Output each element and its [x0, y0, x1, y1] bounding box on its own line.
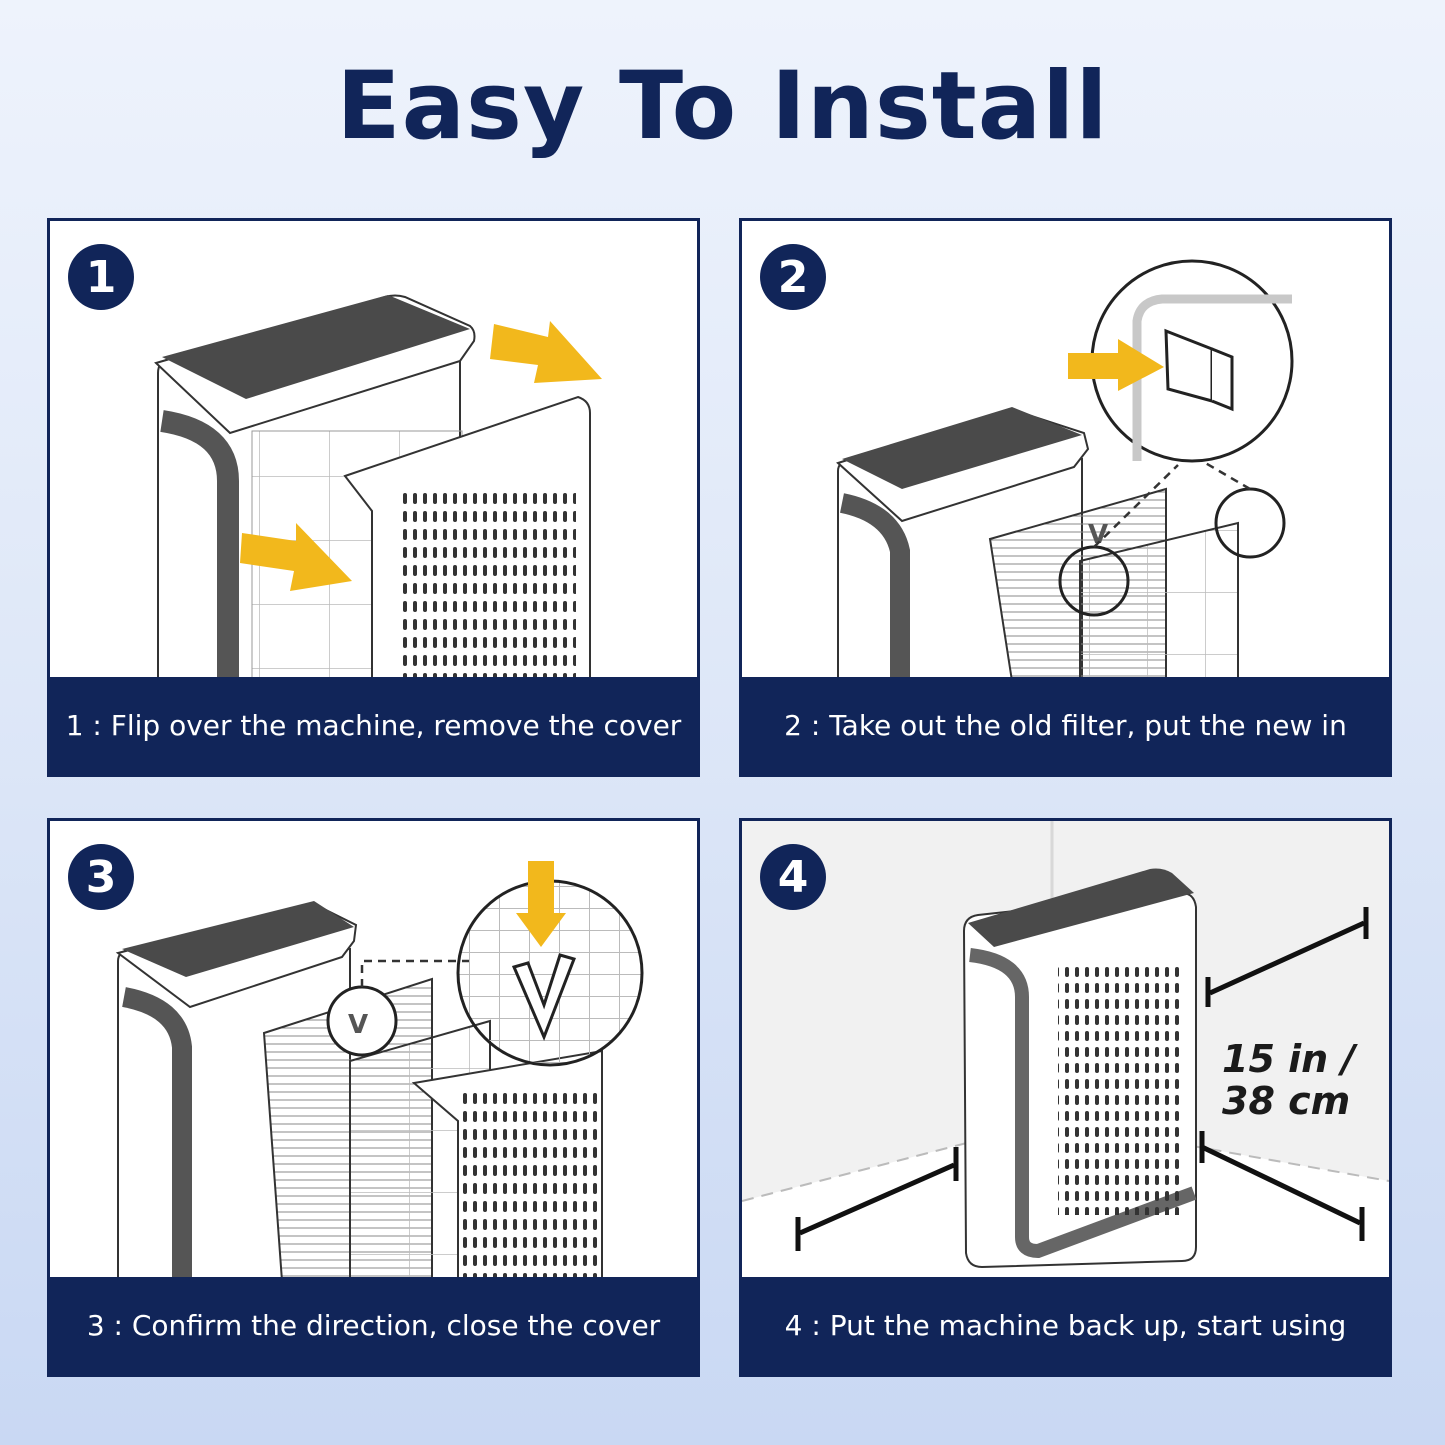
distance-marker — [795, 907, 1369, 1251]
step-4-caption: 4 : Put the machine back up, start using — [742, 1277, 1389, 1374]
arrow-icon — [490, 321, 602, 383]
step-1-illustration — [154, 294, 602, 683]
step-2-panel: V 2 2 : Take out the old filter, put the… — [739, 218, 1392, 777]
step-1-caption: 1 : Flip over the machine, remove the co… — [50, 677, 697, 774]
step-3-illustration: V — [115, 861, 644, 1282]
arrow-icon — [1068, 339, 1164, 391]
step-4-panel: 15 in / 38 cm 4 4 : Put the machine back… — [739, 818, 1392, 1377]
measurement-label-line1: 15 in / — [1222, 1037, 1356, 1081]
step-1-panel: 1 1 : Flip over the machine, remove the … — [47, 218, 700, 777]
page-title: Easy To Install — [336, 52, 1109, 161]
svg-text:V: V — [1088, 520, 1108, 550]
step-2-illustration: V — [836, 259, 1294, 682]
svg-text:V: V — [348, 1010, 368, 1040]
step-number-badge: 1 — [68, 244, 134, 310]
step-number-badge: 4 — [760, 844, 826, 910]
step-3-panel: V 3 3 : Confirm the direction, close the… — [47, 818, 700, 1377]
step-2-caption: 2 : Take out the old filter, put the new… — [742, 677, 1389, 774]
step-4-illustration — [742, 821, 1389, 1283]
step-3-caption: 3 : Confirm the direction, close the cov… — [50, 1277, 697, 1374]
step-number-badge: 2 — [760, 244, 826, 310]
step-number-badge: 3 — [68, 844, 134, 910]
arrow-icon — [240, 523, 352, 591]
arrow-icon — [516, 861, 566, 947]
measurement-label-line2: 38 cm — [1222, 1079, 1351, 1123]
